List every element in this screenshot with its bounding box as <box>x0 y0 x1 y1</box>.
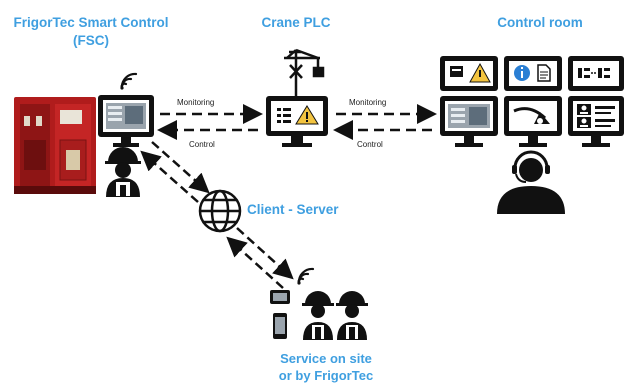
fsc-worker-icon <box>105 147 141 197</box>
link-fsc-to-globe <box>140 141 210 203</box>
control-room-title: Control room <box>497 15 583 30</box>
service-label-line1: Service on site <box>280 351 372 366</box>
operator-headset-icon <box>497 150 565 214</box>
control-room-monitor-flow <box>568 56 624 91</box>
service-label-line2: or by FrigorTec <box>278 368 374 383</box>
control-label-right: Control <box>357 140 383 149</box>
control-room-monitor-dashboard <box>440 96 498 147</box>
plc-monitor-icon <box>266 96 328 147</box>
fsc-wifi-icon <box>120 72 138 90</box>
control-label-left: Control <box>189 140 215 149</box>
globe-icon <box>198 189 242 233</box>
fsc-cabinet-icon <box>14 97 96 194</box>
link-globe-to-service <box>226 227 294 289</box>
control-room-monitor-users <box>568 96 624 147</box>
client-server-label: Client - Server <box>247 202 339 217</box>
crane-icon <box>284 48 325 96</box>
phone-icon <box>273 313 287 339</box>
service-technician-icon <box>336 291 368 340</box>
monitoring-label-right: Monitoring <box>349 98 387 107</box>
service-worker-icon <box>302 291 334 340</box>
fsc-subtitle: (FSC) <box>73 33 109 48</box>
control-room-monitor-warning <box>440 56 498 91</box>
monitoring-label-left: Monitoring <box>177 98 215 107</box>
control-room-monitor-info <box>504 56 562 91</box>
control-room-monitor-path <box>504 96 562 147</box>
fsc-title: FrigorTec Smart Control <box>13 15 169 30</box>
tablet-icon <box>270 290 290 304</box>
service-wifi-icon <box>297 267 315 285</box>
plc-title: Crane PLC <box>261 15 331 30</box>
fsc-monitor-icon <box>98 95 154 147</box>
